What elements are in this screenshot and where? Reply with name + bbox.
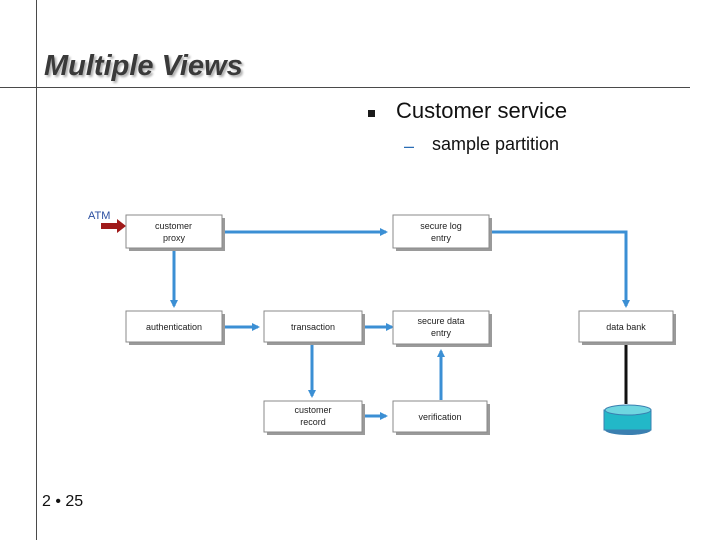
node-transaction-label: transaction xyxy=(291,322,335,332)
node-secure-data-line1: secure data xyxy=(417,316,464,326)
node-verification: verification xyxy=(392,400,490,435)
bullet-square-icon xyxy=(368,110,375,117)
node-customer-record: customer record xyxy=(263,400,365,435)
node-data-bank-label: data bank xyxy=(606,322,646,332)
bullet-customer-service: Customer service xyxy=(396,98,568,123)
node-authentication-label: authentication xyxy=(146,322,202,332)
node-authentication: authentication xyxy=(125,310,225,345)
node-secure-data-line2: entry xyxy=(431,328,452,338)
atm-label: ATM xyxy=(88,210,110,222)
sub-bullet-dash: – xyxy=(404,136,415,156)
node-customer-record-line2: record xyxy=(300,417,326,427)
slide-title: Multiple Views xyxy=(44,50,243,82)
left-border-line xyxy=(36,0,37,540)
node-customer-proxy-line1: customer xyxy=(155,221,192,231)
node-verification-label: verification xyxy=(418,412,461,422)
node-customer-proxy-line2: proxy xyxy=(163,233,186,243)
node-data-bank: data bank xyxy=(578,310,676,345)
connector-secure-log-to-data-bank xyxy=(490,230,630,308)
connectors xyxy=(170,228,630,420)
page-number: 2 • 25 xyxy=(42,493,84,510)
node-secure-data-entry: secure data entry xyxy=(392,310,492,347)
node-secure-log-entry: secure log entry xyxy=(392,214,492,251)
node-customer-proxy: customer proxy xyxy=(125,214,225,251)
node-secure-log-line2: entry xyxy=(431,233,452,243)
atm-arrow-icon xyxy=(101,219,126,233)
database-icon xyxy=(603,404,652,435)
title-underline xyxy=(0,87,690,88)
node-secure-log-line1: secure log xyxy=(420,221,462,231)
sub-bullet-sample-partition: sample partition xyxy=(432,134,560,154)
node-customer-record-line1: customer xyxy=(294,405,331,415)
node-transaction: transaction xyxy=(263,310,365,345)
